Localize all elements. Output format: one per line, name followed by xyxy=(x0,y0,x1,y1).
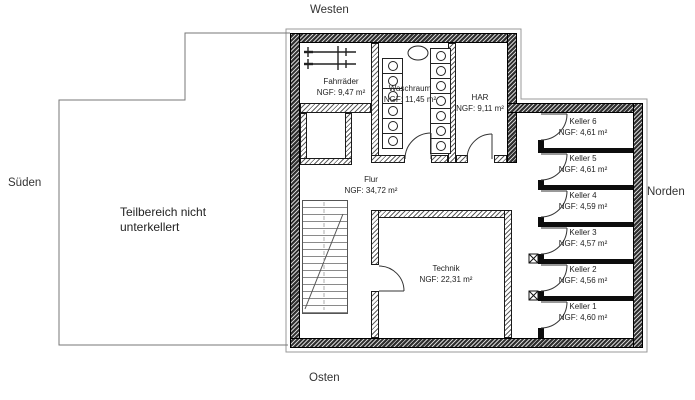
room-name: Keller 4 xyxy=(569,191,597,200)
no-basement-outline xyxy=(58,32,290,346)
bicycle-icon xyxy=(304,58,356,70)
room-area: NGF: 4,59 m² xyxy=(558,202,608,211)
sink-icon xyxy=(407,45,429,61)
room-label-har: HAR NGF: 9,11 m² xyxy=(456,92,504,114)
room-name: Flur xyxy=(364,175,378,184)
outer-wall-wing-top xyxy=(507,103,643,113)
room-label-keller6: Keller 6 NGF: 4,61 m² xyxy=(559,116,607,138)
wall-har-bottom-right xyxy=(494,155,507,163)
washing-machine-icon xyxy=(430,138,451,154)
column-marker xyxy=(528,290,539,301)
keller-door-wall-stub xyxy=(538,254,544,259)
compass-south: Süden xyxy=(8,177,42,189)
room-name: Keller 2 xyxy=(569,265,597,274)
wall-technik-west-upper xyxy=(371,210,379,265)
room-area: NGF: 9,11 m² xyxy=(456,104,504,113)
keller-door-wall-stub xyxy=(538,140,544,148)
room-label-waschraum: Waschraum NGF: 11,45 m² xyxy=(384,83,436,105)
room-name: Keller 1 xyxy=(569,302,597,311)
washing-machine-icon xyxy=(382,133,403,149)
column-marker xyxy=(528,253,539,264)
bicycle-icon xyxy=(304,46,356,58)
room-label-keller2: Keller 2 NGF: 4,56 m² xyxy=(559,264,607,286)
compass-east: Osten xyxy=(309,372,340,384)
room-area: NGF: 4,61 m² xyxy=(558,128,608,137)
washing-machine-icon xyxy=(430,123,451,139)
room-name: Keller 6 xyxy=(569,117,597,126)
washing-machine-icon xyxy=(430,63,451,79)
wall-technik-west-lower xyxy=(371,291,379,338)
compass-west: Westen xyxy=(310,4,349,16)
room-area: NGF: 11,45 m² xyxy=(383,95,437,104)
wall-fahrraeder-waschraum xyxy=(371,43,379,163)
room-area: NGF: 9,47 m² xyxy=(316,88,366,97)
room-label-keller1: Keller 1 NGF: 4,60 m² xyxy=(559,301,607,323)
washing-machine-icon xyxy=(430,108,451,124)
room-label-keller3: Keller 3 NGF: 4,57 m² xyxy=(559,227,607,249)
compass-north: Norden xyxy=(647,186,685,198)
washing-machine-icon xyxy=(382,118,403,134)
outer-wall-west xyxy=(290,33,300,348)
har-door xyxy=(466,133,493,160)
room-label-flur: Flur NGF: 34,72 m² xyxy=(345,174,398,196)
room-name: Waschraum xyxy=(388,84,432,93)
room-label-technik: Technik NGF: 22,31 m² xyxy=(420,263,473,285)
room-area: NGF: 4,60 m² xyxy=(558,313,608,322)
keller-door-wall-stub xyxy=(538,328,544,338)
room-name: HAR xyxy=(471,93,489,102)
room-area: NGF: 4,56 m² xyxy=(558,276,608,285)
keller-door-wall-stub xyxy=(538,291,544,296)
outer-wall-south xyxy=(290,338,643,348)
outer-wall-east xyxy=(633,103,643,348)
room-area: NGF: 34,72 m² xyxy=(344,186,398,195)
wall-technik-east xyxy=(504,210,512,338)
room-label-keller4: Keller 4 NGF: 4,59 m² xyxy=(559,190,607,212)
keller-door-wall-stub xyxy=(538,217,544,222)
wall-waschraum-bottom-left xyxy=(371,155,405,163)
keller-door-wall-stub xyxy=(538,180,544,185)
room-area: NGF: 4,61 m² xyxy=(558,165,608,174)
room-name: Keller 5 xyxy=(569,154,597,163)
washing-machine-icon xyxy=(382,103,403,119)
washing-machine-icon xyxy=(382,58,403,74)
room-label-fahrraeder: Fahrräder NGF: 9,47 m² xyxy=(317,76,365,98)
room-area: NGF: 4,57 m² xyxy=(558,239,608,248)
wall-har-bottom-left xyxy=(456,155,468,163)
room-name: Keller 3 xyxy=(569,228,597,237)
wall-fahrraeder-bottom xyxy=(300,103,371,113)
outer-wall-har-east xyxy=(507,33,517,163)
room-name: Fahrräder xyxy=(323,77,359,86)
staircase xyxy=(302,200,348,314)
outer-wall-top xyxy=(290,33,517,43)
technik-door xyxy=(378,265,405,292)
room-label-keller5: Keller 5 NGF: 4,61 m² xyxy=(559,153,607,175)
waschraum-door xyxy=(404,132,432,160)
washing-machine-icon xyxy=(430,48,451,64)
wall-technik-top xyxy=(371,210,512,218)
no-basement-note: Teilbereich nicht unterkellert xyxy=(120,205,207,234)
room-name: Technik xyxy=(432,264,460,273)
wall-waschraum-bottom-right xyxy=(431,155,448,163)
elevator-shaft-wall-south xyxy=(300,158,352,165)
room-area: NGF: 22,31 m² xyxy=(419,275,473,284)
